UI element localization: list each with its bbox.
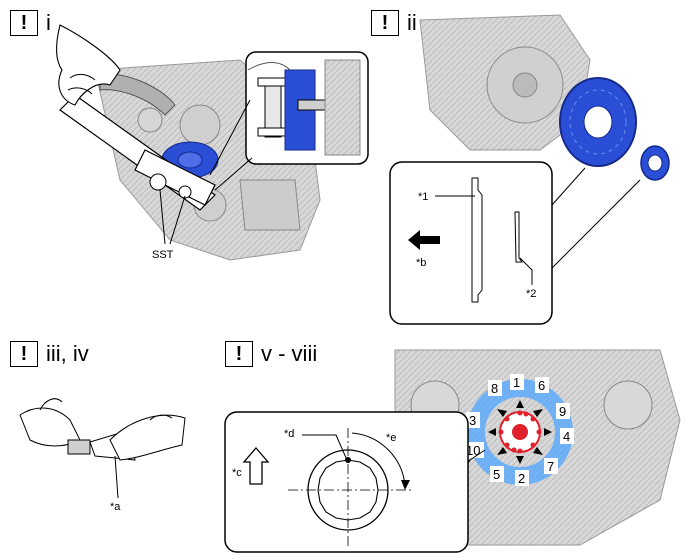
spacer-section [514,211,523,263]
bolt-number: 9 [559,404,566,419]
bolt-number: 6 [538,378,545,393]
callout-1: *1 [418,191,428,203]
step-iii-iv-header: ! iii, iv [10,341,89,367]
caution-icon: ! [10,10,38,36]
step-i-header: ! i [10,10,51,36]
hands-applying-adhesive [19,398,186,461]
sst-tool [59,73,216,211]
up-arrow-icon [242,447,270,485]
step-label: i [46,10,51,35]
callout-d: *d [284,428,294,440]
step-label: v - viii [261,341,318,366]
bolt-number: 1 [513,375,520,390]
callout-c: *c [232,467,242,479]
panel-iii-iv: *a [19,398,186,513]
step-v-viii-header: ! v - viii [225,341,317,367]
callout-a: *a [110,501,121,513]
bolt-number: 8 [491,381,498,396]
bolt-order-numbers: 1 2 3 4 5 6 7 8 9 10 [464,374,574,486]
inset-zoom [245,51,369,165]
cross-section-box [389,161,553,325]
callout-2: *2 [526,288,536,300]
caution-icon: ! [225,341,253,367]
bolt-number: 7 [547,459,554,474]
drive-plate-section [471,177,483,303]
callout-e: *e [386,432,396,444]
callout-b: *b [416,257,426,269]
sst-label: SST [152,249,174,261]
caution-icon: ! [371,10,399,36]
step-label: iii, iv [46,341,89,366]
panel-v-viii: 1 2 3 4 5 6 7 8 9 10 *c *e [224,349,681,553]
marking-detail-box [224,411,469,553]
bolt-number: 4 [563,429,570,444]
bolt-number: 10 [466,443,480,458]
panel-i: SST [55,24,369,261]
bolt-number: 3 [469,413,476,428]
step-label: ii [407,10,417,35]
engine-rear-illustration [419,14,591,151]
bolt-number: 5 [493,467,500,482]
panel-ii: *1 *2 *b [389,14,670,325]
hand-illustration [55,24,121,106]
drive-plate [559,77,637,167]
spacer-ring [640,145,670,181]
twelve-point-bolt-head [307,449,389,531]
caution-icon: ! [10,341,38,367]
bolt-icon [67,439,91,455]
direction-arrow-icon [408,230,440,250]
bolt-number: 2 [518,471,525,486]
step-ii-header: ! ii [371,10,417,36]
